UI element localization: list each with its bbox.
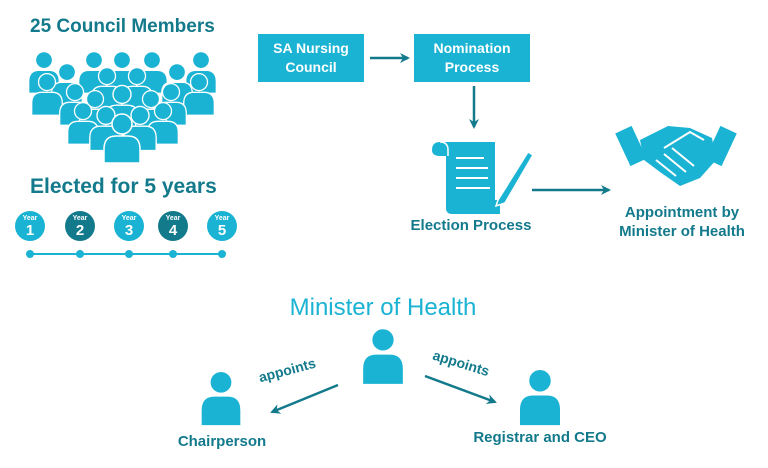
chairperson-person-icon: [199, 370, 243, 426]
timeline: [26, 250, 226, 258]
minister-person-icon: [361, 327, 405, 385]
year-number: 2: [75, 222, 85, 239]
handshake-icon: [615, 125, 737, 186]
chairperson-label: Chairperson: [177, 433, 267, 450]
term-title: Elected for 5 years: [30, 175, 217, 198]
year-label: Year: [22, 215, 38, 222]
year-label: Year: [72, 215, 88, 222]
arrow-to-chairperson: [270, 383, 339, 414]
year-number: 4: [168, 222, 178, 239]
year-number: 5: [217, 222, 227, 239]
year-number: 1: [25, 222, 35, 239]
scroll-pen-icon: [432, 141, 535, 214]
year-label: Year: [165, 215, 181, 222]
minister-title: Minister of Health: [289, 294, 477, 321]
registrar-label: Registrar and CEO: [473, 429, 607, 446]
registrar-person-icon: [518, 368, 562, 426]
year-label: Year: [214, 215, 230, 222]
election-process-label: Election Process: [410, 217, 532, 234]
council-members-icon: [28, 50, 217, 164]
year-label: Year: [121, 215, 137, 222]
council-title: 25 Council Members: [30, 16, 215, 37]
arrow-to-registrar: [424, 374, 497, 404]
year-number: 3: [124, 222, 134, 239]
